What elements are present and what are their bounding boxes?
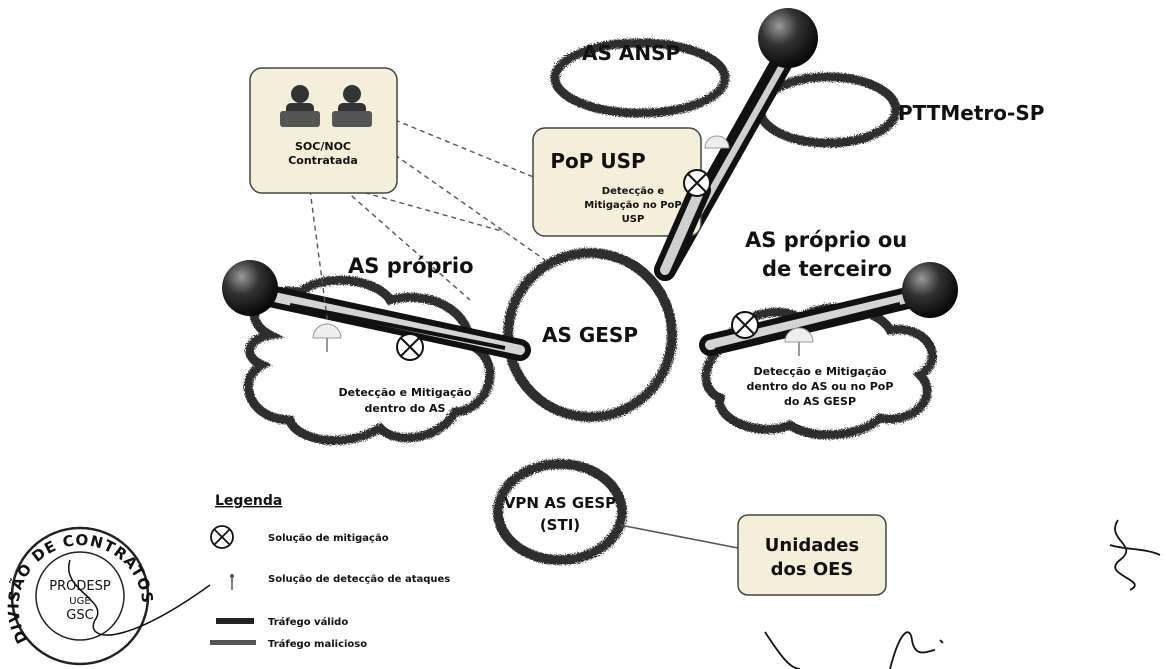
pop-usp-desc-3: USP xyxy=(622,214,645,225)
link-as-proprio xyxy=(254,284,531,361)
as-proprio-terceiro-label-1: AS próprio ou xyxy=(745,228,907,252)
stamp-line-2: UGE xyxy=(69,596,90,607)
legend-item-label: Solução de mitigação xyxy=(268,533,389,544)
legend-item-label: Tráfego válido xyxy=(268,616,348,628)
soc-noc-box: SOC/NOC Contratada xyxy=(249,67,398,194)
pop-usp-title: PoP USP xyxy=(550,149,645,173)
cloud-ansp-left xyxy=(550,38,730,118)
globe-ansp xyxy=(758,8,818,68)
left-desc-2: dentro do AS xyxy=(365,402,446,415)
vpn-label-1: VPN AS GESP xyxy=(504,494,616,512)
detection-icon xyxy=(784,327,814,356)
detection-icon xyxy=(312,323,342,352)
as-proprio-label: AS próprio xyxy=(348,254,474,278)
legend: Legenda Solução de mitigação Solução de … xyxy=(210,493,450,650)
contracts-stamp: DIVISÃO DE CONTRATOS PRODESP UGE GSC xyxy=(4,526,211,666)
operator-icon xyxy=(280,85,320,127)
cloud-as-gesp xyxy=(503,248,677,422)
legend-item-label: Solução de detecção de ataques xyxy=(268,574,450,585)
pop-usp-desc-1: Detecção e xyxy=(602,186,665,197)
right-desc-1: Detecção e Mitigação xyxy=(754,365,887,378)
as-proprio-terceiro-label-2: de terceiro xyxy=(762,257,892,281)
detection-icon xyxy=(704,135,730,149)
unidades-label-1: Unidades xyxy=(765,535,859,556)
right-desc-2: dentro do AS ou no PoP xyxy=(747,380,894,393)
legend-title: Legenda xyxy=(215,493,282,509)
left-desc-1: Detecção e Mitigação xyxy=(339,386,472,399)
mitigation-icon xyxy=(210,525,234,549)
stamp-line-3: GSC xyxy=(66,608,93,623)
right-desc-3: do AS GESP xyxy=(784,395,856,408)
soc-noc-label: SOC/NOC xyxy=(295,140,351,153)
mitigation-icon xyxy=(731,311,759,339)
as-ansp-label: AS ANSP xyxy=(582,41,680,65)
pop-usp-box: PoP USP Detecção e Mitigação no PoP USP xyxy=(532,127,702,237)
signature-initials-bottom xyxy=(764,631,944,669)
unidades-label-2: dos OES xyxy=(771,559,854,580)
signature-stroke xyxy=(67,559,211,636)
stamp-line-1: PRODESP xyxy=(49,579,111,594)
soc-contratada-label: Contratada xyxy=(288,154,358,167)
vpn-label-2: (STI) xyxy=(540,516,580,534)
ptt-metro-label: PTTMetro-SP xyxy=(898,101,1044,125)
link-vpn-unidades xyxy=(619,524,739,549)
cloud-vpn-gesp xyxy=(493,459,627,565)
malicious-traffic-icon xyxy=(210,640,256,645)
legend-item-label: Tráfego malicioso xyxy=(268,638,367,650)
globe-as-proprio xyxy=(222,260,278,316)
as-gesp-label: AS GESP xyxy=(542,323,638,347)
mitigation-icon xyxy=(683,169,711,197)
valid-traffic-icon xyxy=(216,618,254,624)
mitigation-icon xyxy=(396,333,424,361)
unidades-box: Unidades dos OES xyxy=(737,514,887,596)
pop-usp-desc-2: Mitigação no PoP xyxy=(584,200,682,211)
link-ansp-over xyxy=(654,179,711,281)
operator-icon xyxy=(332,85,372,127)
detection-icon xyxy=(230,574,234,590)
globe-as-terceiro xyxy=(902,262,958,318)
signature-initials-right xyxy=(1109,519,1161,591)
